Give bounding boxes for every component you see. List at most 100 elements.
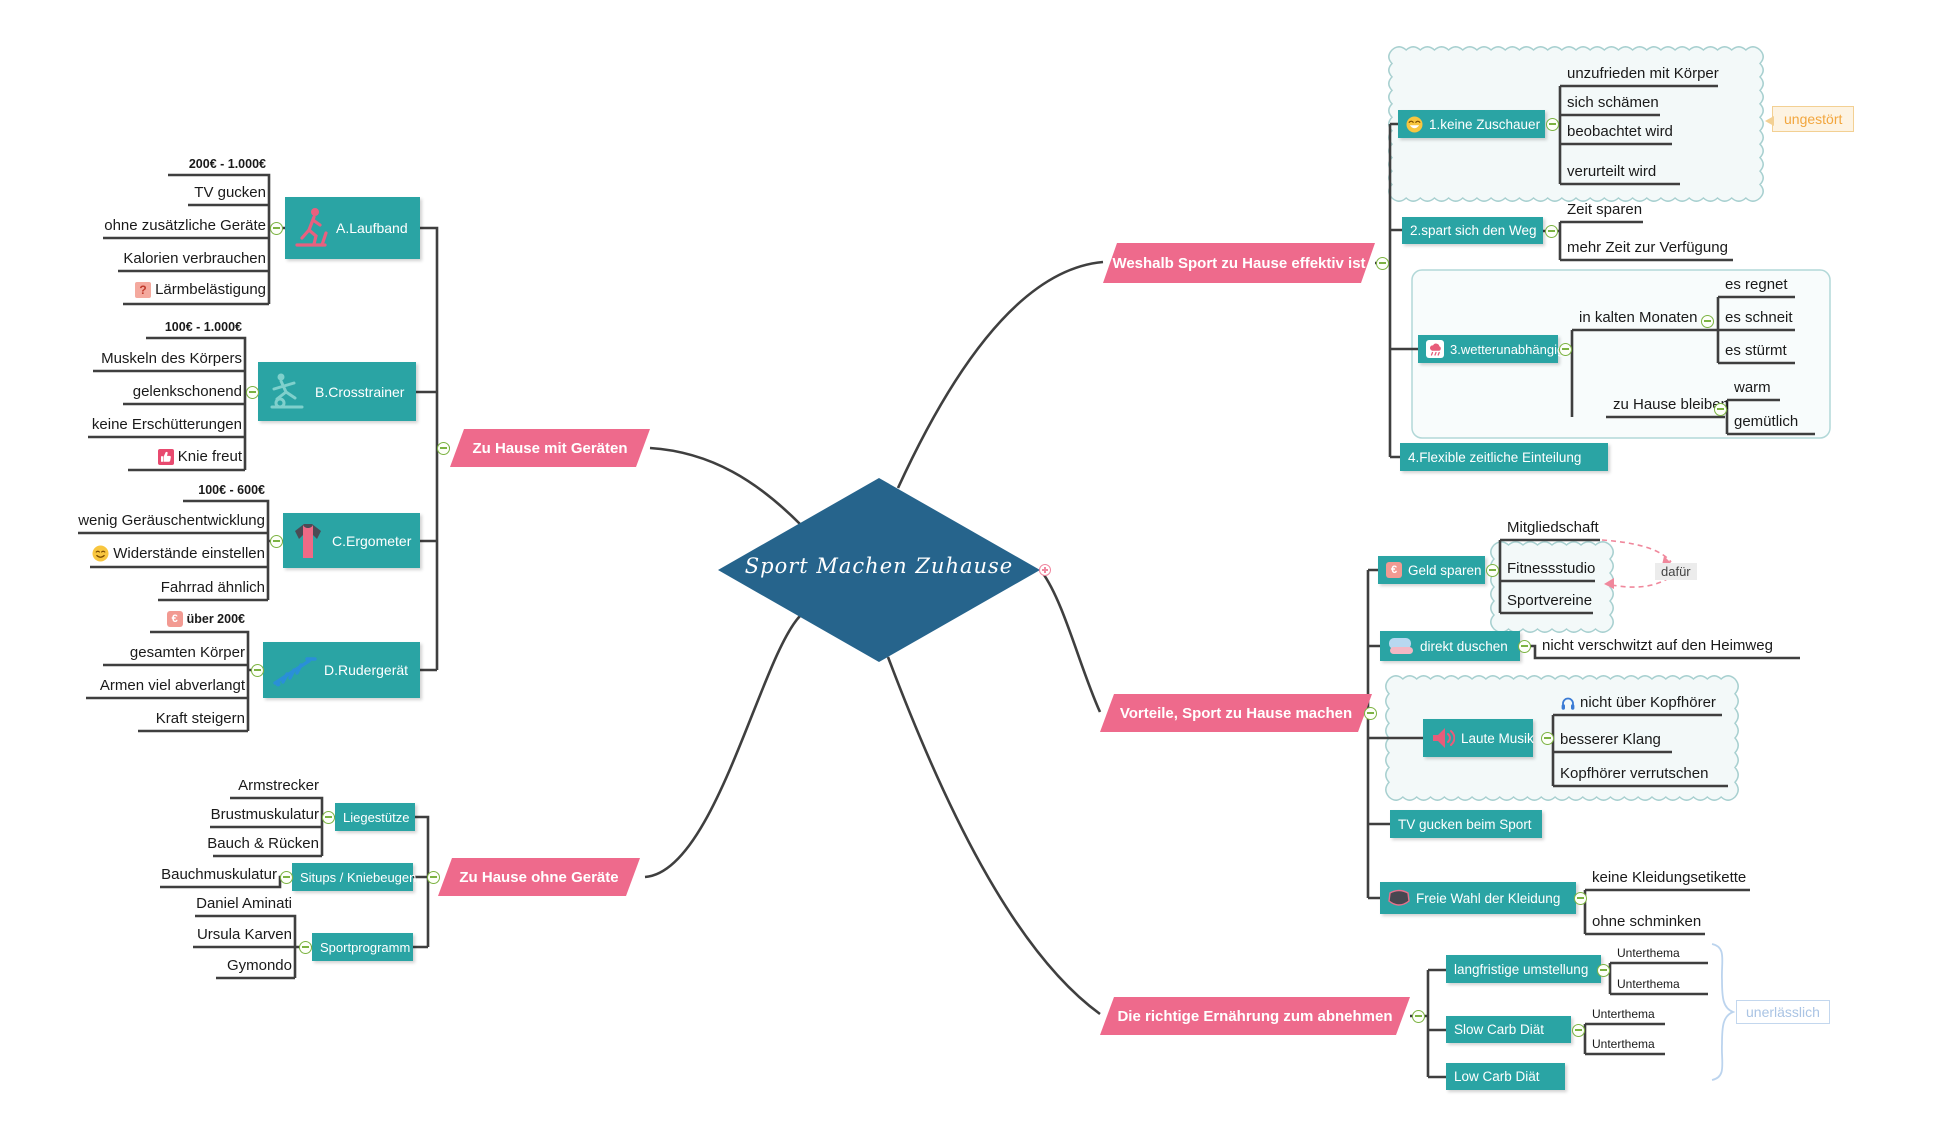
topic-tv-gucken-sport[interactable]: TV gucken beim Sport	[1390, 810, 1542, 838]
label-rudergeraet-price[interactable]: € über 200€	[166, 611, 245, 627]
label-kalorien-verbrauchen[interactable]: Kalorien verbrauchen	[123, 250, 266, 267]
topic-low-carb[interactable]: Low Carb Diät	[1446, 1063, 1565, 1090]
topic-flexible-einteilung[interactable]: 4.Flexible zeitliche Einteilung	[1400, 443, 1608, 471]
collapse-icon[interactable]	[321, 810, 335, 824]
label-kalte-monate[interactable]: in kalten Monaten	[1579, 309, 1698, 326]
label-unterthema-2[interactable]: Unterthema	[1617, 977, 1680, 991]
branch-mit-geraeten[interactable]: Zu Hause mit Geräten	[450, 429, 650, 467]
label-besserer-klang[interactable]: besserer Klang	[1560, 731, 1661, 748]
collapse-icon[interactable]	[1713, 402, 1727, 416]
label-keine-etikette[interactable]: keine Kleidungsetikette	[1592, 869, 1747, 886]
label-ohne-zusaetzliche-geraete[interactable]: ohne zusätzliche Geräte	[104, 217, 266, 234]
collapse-icon[interactable]	[269, 221, 283, 235]
label-crosstrainer-price[interactable]: 100€ - 1.000€	[164, 320, 242, 334]
collapse-icon[interactable]	[279, 870, 293, 884]
label-muskeln[interactable]: Muskeln des Körpers	[101, 350, 242, 367]
label-laufband-price[interactable]: 200€ - 1.000€	[188, 157, 266, 171]
label-sich-schaemen[interactable]: sich schämen	[1567, 94, 1659, 111]
label-kopfhoerer-verrutschen[interactable]: Kopfhörer verrutschen	[1560, 765, 1709, 782]
collapse-icon[interactable]	[1700, 314, 1714, 328]
label-knie-freut[interactable]: Knie freut	[157, 448, 242, 465]
label-es-schneit[interactable]: es schneit	[1725, 309, 1793, 326]
collapse-icon[interactable]	[1573, 891, 1587, 905]
label-daniel-aminati[interactable]: Daniel Aminati	[196, 895, 292, 912]
label-ergometer-price[interactable]: 100€ - 600€	[198, 483, 265, 497]
expand-icon[interactable]	[1039, 564, 1051, 576]
center-topic[interactable]: Sport Machen Zuhause	[744, 554, 1014, 578]
branch-vorteile[interactable]: Vorteile, Sport zu Hause machen	[1100, 694, 1372, 732]
topic-langfristige-umstellung[interactable]: langfristige umstellung	[1446, 955, 1601, 983]
label-zeit-sparen[interactable]: Zeit sparen	[1567, 201, 1643, 218]
collapse-icon[interactable]	[269, 534, 283, 548]
topic-spart-weg[interactable]: 2.spart sich den Weg	[1402, 217, 1543, 244]
label-gesamten-koerper[interactable]: gesamten Körper	[129, 644, 245, 661]
topic-wetterunabhaengig[interactable]: 3.wetterunabhängig	[1418, 335, 1564, 363]
label-fahrrad-aehnlich[interactable]: Fahrrad ähnlich	[160, 579, 265, 596]
label-mehr-zeit[interactable]: mehr Zeit zur Verfügung	[1567, 239, 1728, 256]
collapse-icon[interactable]	[1540, 731, 1554, 745]
label-unterthema-4[interactable]: Unterthema	[1592, 1037, 1655, 1051]
label-beobachtet[interactable]: beobachtet wird	[1567, 123, 1673, 140]
label-tv-gucken[interactable]: TV gucken	[194, 184, 266, 201]
label-fitnessstudio[interactable]: Fitnessstudio	[1507, 560, 1596, 577]
branch-ohne-geraete[interactable]: Zu Hause ohne Geräte	[438, 858, 640, 896]
collapse-icon[interactable]	[1411, 1009, 1425, 1023]
label-ohne-schminken[interactable]: ohne schminken	[1592, 913, 1702, 930]
label-wenig-geraeusch[interactable]: wenig Geräuschentwicklung	[78, 512, 265, 529]
topic-geld-sparen[interactable]: € Geld sparen	[1378, 556, 1485, 584]
collapse-icon[interactable]	[1485, 563, 1499, 577]
label-gelenkschonend[interactable]: gelenkschonend	[132, 383, 242, 400]
label-armen-abverlangt[interactable]: Armen viel abverlangt	[99, 677, 245, 694]
topic-sportprogramm[interactable]: Sportprogramm	[312, 933, 413, 961]
collapse-icon[interactable]	[298, 940, 312, 954]
label-gemuetlich[interactable]: gemütlich	[1734, 413, 1799, 430]
topic-situps[interactable]: Situps / Kniebeugen	[292, 863, 416, 891]
label-keine-erschuetterungen[interactable]: keine Erschütterungen	[91, 416, 242, 433]
branch-weshalb[interactable]: Weshalb Sport zu Hause effektiv ist	[1103, 243, 1375, 283]
label-es-stuermt[interactable]: es stürmt	[1725, 342, 1787, 359]
collapse-icon[interactable]	[1363, 706, 1377, 720]
label-gymondo[interactable]: Gymondo	[226, 957, 292, 974]
label-unterthema-1[interactable]: Unterthema	[1617, 946, 1680, 960]
label-ursula-karven[interactable]: Ursula Karven	[196, 926, 292, 943]
label-widerstaende[interactable]: Widerstände einstellen	[92, 545, 265, 562]
topic-crosstrainer[interactable]: B.Crosstrainer	[258, 362, 416, 421]
label-armstrecker[interactable]: Armstrecker	[238, 777, 319, 794]
topic-direkt-duschen[interactable]: direkt duschen	[1380, 631, 1520, 661]
label-laermbelaestigung[interactable]: ? Lärmbelästigung	[135, 281, 266, 298]
label-kraft-steigern[interactable]: Kraft steigern	[155, 710, 245, 727]
collapse-icon[interactable]	[436, 441, 450, 455]
collapse-icon[interactable]	[1596, 963, 1610, 977]
collapse-icon[interactable]	[1517, 639, 1531, 653]
topic-keine-zuschauer[interactable]: 1.keine Zuschauer	[1398, 110, 1545, 138]
callout-unerlaesslich[interactable]: unerlässlich	[1736, 1000, 1830, 1024]
topic-liegestuetze[interactable]: Liegestütze	[335, 803, 415, 831]
collapse-icon[interactable]	[1544, 224, 1558, 238]
collapse-icon[interactable]	[1375, 256, 1389, 270]
label-verurteilt[interactable]: verurteilt wird	[1567, 163, 1657, 180]
topic-ergometer[interactable]: C.Ergometer	[283, 513, 420, 568]
relation-label-dafuer[interactable]: dafür	[1655, 563, 1697, 580]
label-brustmuskulatur[interactable]: Brustmuskulatur	[210, 806, 319, 823]
topic-laufband[interactable]: A.Laufband	[285, 197, 420, 259]
label-unterthema-3[interactable]: Unterthema	[1592, 1007, 1655, 1021]
branch-ernaehrung[interactable]: Die richtige Ernährung zum abnehmen	[1100, 997, 1410, 1035]
topic-rudergeraet[interactable]: D.Rudergerät	[263, 642, 420, 698]
collapse-icon[interactable]	[250, 663, 264, 677]
collapse-icon[interactable]	[1545, 117, 1559, 131]
label-unzufrieden[interactable]: unzufrieden mit Körper	[1567, 65, 1719, 82]
label-bauch-ruecken[interactable]: Bauch & Rücken	[207, 835, 319, 852]
label-zu-hause-bleiben[interactable]: zu Hause bleiben	[1613, 396, 1729, 413]
label-warm[interactable]: warm	[1734, 379, 1771, 396]
label-nicht-kopfhoerer[interactable]: nicht über Kopfhörer	[1560, 694, 1716, 711]
topic-freie-wahl-kleidung[interactable]: Freie Wahl der Kleidung	[1380, 882, 1576, 914]
collapse-icon[interactable]	[426, 870, 440, 884]
collapse-icon[interactable]	[1558, 342, 1572, 356]
topic-slow-carb[interactable]: Slow Carb Diät	[1446, 1016, 1571, 1043]
label-es-regnet[interactable]: es regnet	[1725, 276, 1788, 293]
callout-ungestoert[interactable]: ungestört	[1764, 106, 1855, 132]
collapse-icon[interactable]	[245, 385, 259, 399]
label-mitgliedschaft[interactable]: Mitgliedschaft	[1507, 519, 1599, 536]
label-sportvereine[interactable]: Sportvereine	[1507, 592, 1593, 609]
label-bauchmuskulatur[interactable]: Bauchmuskulatur	[161, 866, 277, 883]
